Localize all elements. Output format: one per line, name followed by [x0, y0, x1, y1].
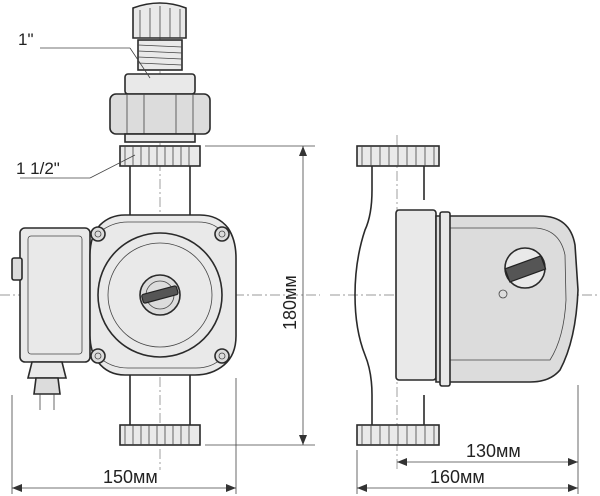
- dimension-height: 180мм: [205, 145, 315, 446]
- side-upper-port: [354, 145, 440, 425]
- thread-leaders: 1" 1 1/2": [16, 30, 151, 179]
- union-nut: [109, 73, 211, 143]
- dimension-depth-total: 160мм: [356, 450, 578, 494]
- dimension-width-label: 150мм: [103, 467, 158, 487]
- side-motor: [395, 209, 579, 387]
- thread-label-large: 1 1/2": [16, 159, 60, 178]
- dimension-height-label: 180мм: [280, 275, 300, 330]
- top-cap: [132, 2, 187, 71]
- dimension-depth-total-label: 160мм: [430, 467, 485, 487]
- side-lower-port: [356, 424, 440, 446]
- dimension-width-front: 150мм: [11, 378, 237, 494]
- side-view: [354, 145, 579, 446]
- upper-port: [119, 145, 201, 222]
- front-view: [11, 2, 237, 446]
- dimension-depth-body-label: 130мм: [466, 441, 521, 461]
- terminal-box: [11, 227, 91, 410]
- pump-housing: [89, 214, 237, 376]
- thread-label-small: 1": [18, 30, 34, 49]
- dimension-depth-body: 130мм: [397, 385, 579, 494]
- lower-port: [119, 372, 201, 446]
